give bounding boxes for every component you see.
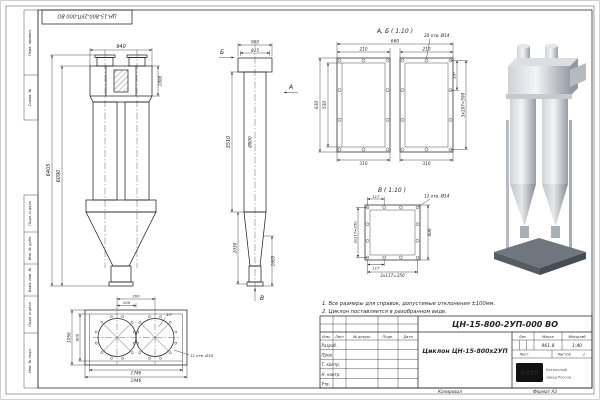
- note-line: 2. Циклон поставляется в разобранном вид…: [322, 309, 447, 315]
- dim-label: 210: [360, 47, 368, 52]
- dim-label: 100: [123, 300, 131, 305]
- margin-label: Инв. № дубл.: [28, 236, 32, 261]
- col-header: № докум.: [352, 335, 371, 339]
- col-header: Дата: [402, 335, 412, 339]
- dim-label: 960: [251, 40, 259, 45]
- dim-label: 3510: [226, 136, 232, 149]
- dim-label: 1605: [271, 255, 276, 266]
- dim-label: 660: [391, 39, 400, 45]
- angle-label: 45°: [166, 312, 173, 317]
- top-designation-stamp: ЦН-15-800-2УП-000 ВО: [41, 9, 133, 25]
- dim-label: 630: [314, 101, 319, 109]
- sheet-label: Лист: [518, 353, 529, 357]
- holes-note: 20 отв. Ø14: [424, 33, 450, 38]
- drawing-designation: ЦН-15-800-2УП-000 ВО: [452, 320, 558, 329]
- col-header: Подп.: [383, 335, 394, 339]
- note-line: 1. Все размеры для справок, допустимые о…: [322, 301, 495, 307]
- margin-column: Перв. примен. Справ. № Подп. и дата Инв.…: [23, 9, 39, 389]
- dim-label: 210: [423, 47, 431, 52]
- header-box: [89, 65, 153, 97]
- view-arrow-label: А: [288, 84, 293, 91]
- sheets-value: 1: [583, 353, 585, 357]
- row-label: Утв.: [322, 381, 330, 386]
- company-name-line: Котельный: [546, 368, 568, 372]
- row-label: Разраб.: [322, 343, 338, 348]
- dim-label: 1888: [158, 75, 163, 86]
- company-logo: [516, 363, 543, 382]
- dim-label: 600: [427, 228, 432, 236]
- footer-copy-label: Копировал: [438, 389, 462, 394]
- mass-value: 961.8: [542, 343, 555, 349]
- dim-label: 2030: [233, 242, 238, 253]
- dim-label: 310: [360, 161, 368, 166]
- logo-text: KVZR: [520, 370, 539, 377]
- flange-square: [364, 204, 421, 261]
- title-block: Изм. Лист № докум. Подп. Дата Разраб. Пр…: [319, 315, 593, 389]
- front-view: 940 1888 6405 6090: [46, 44, 163, 287]
- margin-label: Инв. № подл.: [28, 348, 32, 373]
- lit-label: Лит.: [518, 335, 527, 339]
- dim-label: 117: [372, 194, 380, 199]
- dim-label: 117: [372, 266, 380, 271]
- section-title: А, Б ( 1:10 ): [376, 28, 413, 35]
- row-label: Н. контр.: [322, 372, 341, 377]
- bottom-view: 200 100 45° 1056 806 1746 1946 12 отв. Ø…: [66, 294, 213, 383]
- diameter-label: Ø800: [248, 136, 253, 149]
- view-arrow-label: В: [260, 295, 264, 302]
- dim-label: 310: [423, 161, 431, 166]
- col-header: Изм.: [322, 335, 330, 339]
- scale-label: Масштаб: [568, 335, 586, 339]
- view-arrow-label: Б: [220, 49, 224, 56]
- section-v: В ( 1:10 ) 12 отв. Ø14 117 3х117=350 600…: [352, 187, 449, 278]
- dim-label: 3х117=350: [352, 221, 357, 244]
- product-3d-render: [494, 43, 586, 275]
- base-flange: [84, 309, 188, 366]
- dim-label: 1946: [131, 378, 142, 383]
- mass-label: Масса: [542, 335, 553, 339]
- margin-label: Подп. и дата: [28, 201, 32, 225]
- dim-label: 6090: [56, 170, 62, 183]
- dim-label: 1746: [131, 371, 142, 376]
- dim-label: 3х117=350: [380, 273, 405, 278]
- scale-value: 1:40: [572, 343, 582, 349]
- holes-note: 12 отв. Ø18: [190, 353, 214, 358]
- dim-label: 1056: [66, 332, 71, 343]
- dim-label: 806: [74, 333, 79, 341]
- row-label: Пров.: [322, 353, 334, 358]
- sheets-label: Листов: [556, 353, 570, 357]
- dim-label: 825: [251, 48, 259, 53]
- dim-label: 200: [132, 294, 140, 299]
- margin-label: Перв. примен.: [28, 29, 32, 56]
- dim-label: 3х197=590: [460, 92, 465, 117]
- flange-left: [336, 57, 391, 153]
- product-name: Циклон ЦН-15-800х2УП: [422, 348, 508, 355]
- section-ab: А, Б ( 1:10 ): [314, 28, 468, 166]
- dim-label: 530: [322, 101, 327, 109]
- side-view: 960 825 3510 2030 1605 Ø800 Б А В: [219, 40, 298, 302]
- margin-label: Справ. №: [28, 88, 32, 106]
- col-header: Лист: [334, 335, 345, 339]
- stamp-text: ЦН-15-800-2УП-000 ВО: [57, 13, 116, 19]
- margin-label: Подп. и дата: [28, 302, 32, 326]
- dim-label: 6405: [46, 164, 52, 177]
- footer-format-label: Формат А3: [533, 389, 557, 394]
- dim-label: 940: [116, 44, 126, 50]
- holes-note: 12 отв. Ø14: [424, 194, 450, 199]
- sheet-footer: Копировал Формат А3: [438, 389, 557, 394]
- dim-label: 197: [451, 71, 456, 79]
- technical-notes: 1. Все размеры для справок, допустимые о…: [322, 301, 495, 315]
- company-name-line: завод России: [546, 376, 572, 380]
- margin-label: Взам. инв. №: [28, 268, 32, 293]
- row-label: Т. контр.: [322, 362, 341, 367]
- section-title: В ( 1:10 ): [378, 187, 406, 194]
- inlet-hatch: [113, 69, 129, 93]
